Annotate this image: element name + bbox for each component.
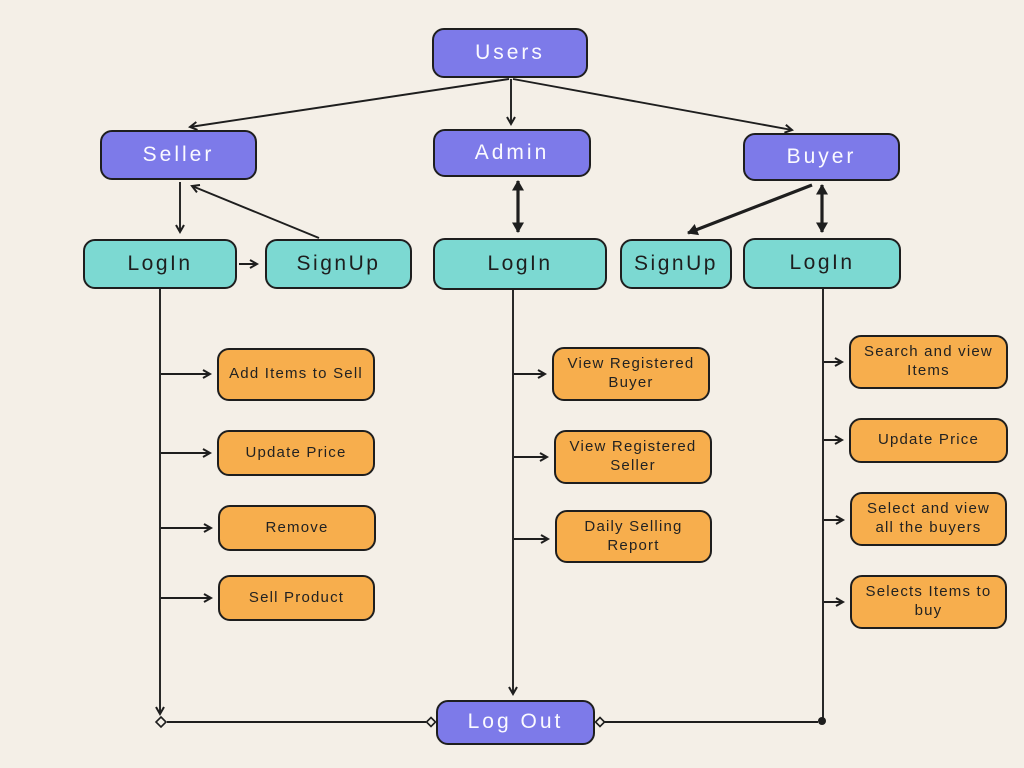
node-admin-action-view-seller: View Registered Seller: [554, 430, 712, 484]
node-seller-signup: SignUp: [265, 239, 412, 289]
edge-signup-seller: [190, 183, 320, 239]
node-buyer-action-update-price: Update Price: [849, 418, 1008, 463]
diamond-seller-corner: [154, 715, 168, 729]
node-buyer-action-select-items: Selects Items to buy: [850, 575, 1007, 629]
node-seller: Seller: [100, 130, 257, 180]
node-buyer-login: LogIn: [743, 238, 901, 289]
edge-users-buyer: [512, 78, 794, 134]
node-logout: Log Out: [436, 700, 595, 745]
diamond-logout-right: [594, 716, 606, 728]
node-users: Users: [432, 28, 588, 78]
node-buyer-signup: SignUp: [620, 239, 732, 289]
node-admin-action-view-buyer: View Registered Buyer: [552, 347, 710, 401]
dot-buyer-corner: [818, 717, 826, 725]
node-admin-login: LogIn: [433, 238, 607, 290]
diamond-logout-left: [425, 716, 437, 728]
node-seller-action-add-items: Add Items to Sell: [217, 348, 375, 401]
edge-buyer-signup: [687, 183, 813, 236]
node-buyer-action-select-buyers: Select and view all the buyers: [850, 492, 1007, 546]
node-admin: Admin: [433, 129, 591, 177]
node-seller-login: LogIn: [83, 239, 237, 289]
edge-users-seller: [188, 78, 510, 131]
node-buyer-action-search-items: Search and view Items: [849, 335, 1008, 389]
node-seller-action-remove: Remove: [218, 505, 376, 551]
node-seller-action-sell-product: Sell Product: [218, 575, 375, 621]
node-seller-action-update-price: Update Price: [217, 430, 375, 476]
node-buyer: Buyer: [743, 133, 900, 181]
node-admin-action-daily-report: Daily Selling Report: [555, 510, 712, 563]
